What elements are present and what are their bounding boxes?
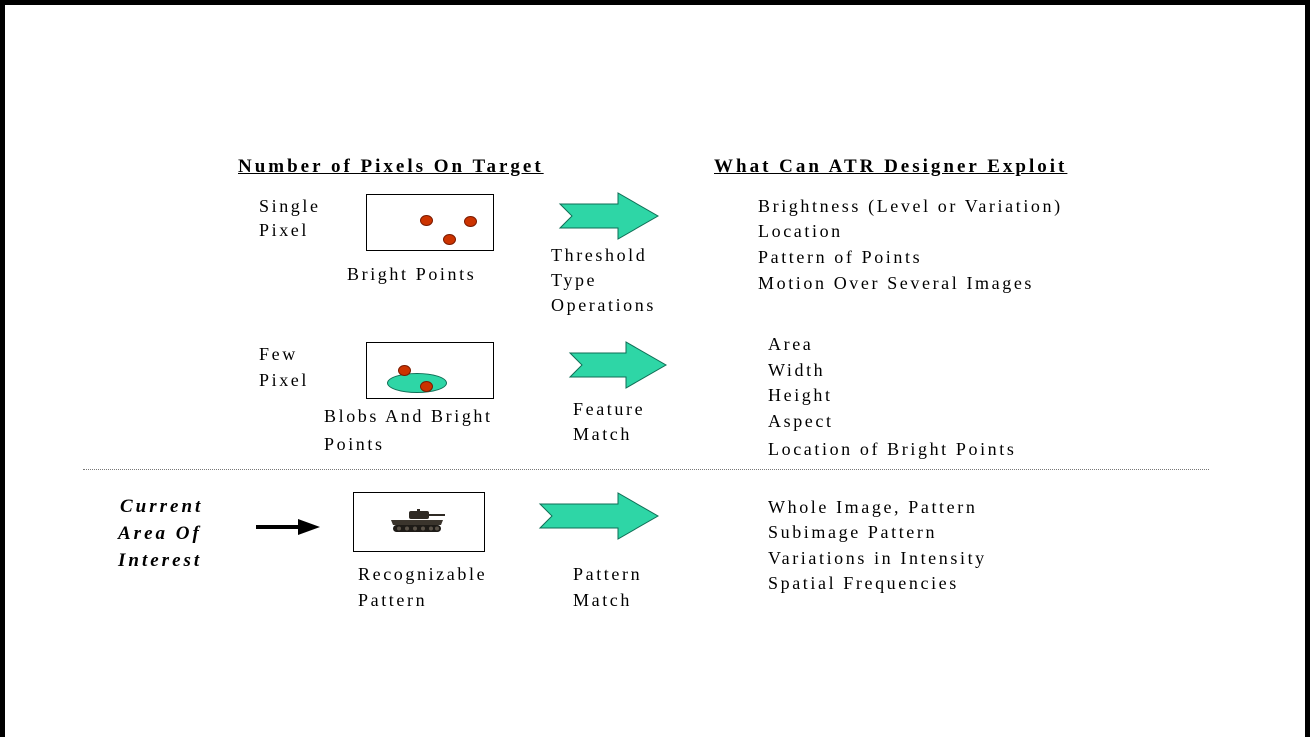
exploit-item: Aspect — [768, 411, 834, 431]
target-caption-line: Recognizable — [358, 564, 488, 584]
exploit-item: Spatial Frequencies — [768, 573, 959, 593]
level-label-line: Pixel — [259, 220, 310, 240]
operation-label-line: Pattern — [573, 564, 643, 584]
exploit-item: Pattern of Points — [758, 247, 923, 267]
level-label-line: Pixel — [259, 370, 310, 390]
level-label-line: Single — [259, 196, 321, 216]
blob-shape — [387, 373, 447, 393]
exploit-item: Whole Image, Pattern — [768, 497, 978, 517]
exploit-item: Variations in Intensity — [768, 548, 987, 568]
target-caption-line: Points — [324, 434, 385, 454]
section-divider — [83, 469, 1209, 470]
block-arrow-icon — [538, 492, 660, 540]
header-pixels-on-target: Number of Pixels On Target — [238, 156, 544, 177]
bright-point — [398, 365, 411, 376]
operation-label-line: Type — [551, 270, 598, 290]
exploit-item: Area — [768, 334, 814, 354]
level-label-line: Few — [259, 344, 298, 364]
exploit-item: Width — [768, 360, 826, 380]
target-caption-line: Bright Points — [347, 264, 477, 284]
current-area-line: Area Of — [118, 523, 202, 544]
tank-icon — [391, 509, 445, 532]
exploit-item: Height — [768, 385, 833, 405]
pattern-target-box — [353, 492, 485, 552]
block-arrow-icon — [558, 192, 660, 240]
target-caption-line: Blobs And Bright — [324, 406, 493, 426]
bright-point — [420, 215, 433, 226]
exploit-item: Location — [758, 221, 843, 241]
single-pixel-target-box — [366, 194, 494, 251]
target-caption-line: Pattern — [358, 590, 428, 610]
header-atr-exploit: What Can ATR Designer Exploit — [714, 156, 1068, 177]
block-arrow-icon — [568, 341, 668, 389]
current-area-line: Current — [120, 496, 204, 517]
bright-point — [464, 216, 477, 227]
exploit-item: Subimage Pattern — [768, 522, 938, 542]
current-area-line: Interest — [118, 550, 203, 571]
operation-label-line: Feature — [573, 399, 646, 419]
operation-label-line: Match — [573, 590, 632, 610]
exploit-item: Motion Over Several Images — [758, 273, 1035, 293]
bright-point — [443, 234, 456, 245]
exploit-item: Brightness (Level or Variation) — [758, 196, 1063, 216]
arrow-right-icon — [256, 519, 320, 535]
exploit-item: Location of Bright Points — [768, 439, 1017, 459]
bright-point — [420, 381, 433, 392]
operation-label-line: Operations — [551, 295, 656, 315]
few-pixel-target-box — [366, 342, 494, 399]
operation-label-line: Match — [573, 424, 632, 444]
operation-label-line: Threshold — [551, 245, 648, 265]
